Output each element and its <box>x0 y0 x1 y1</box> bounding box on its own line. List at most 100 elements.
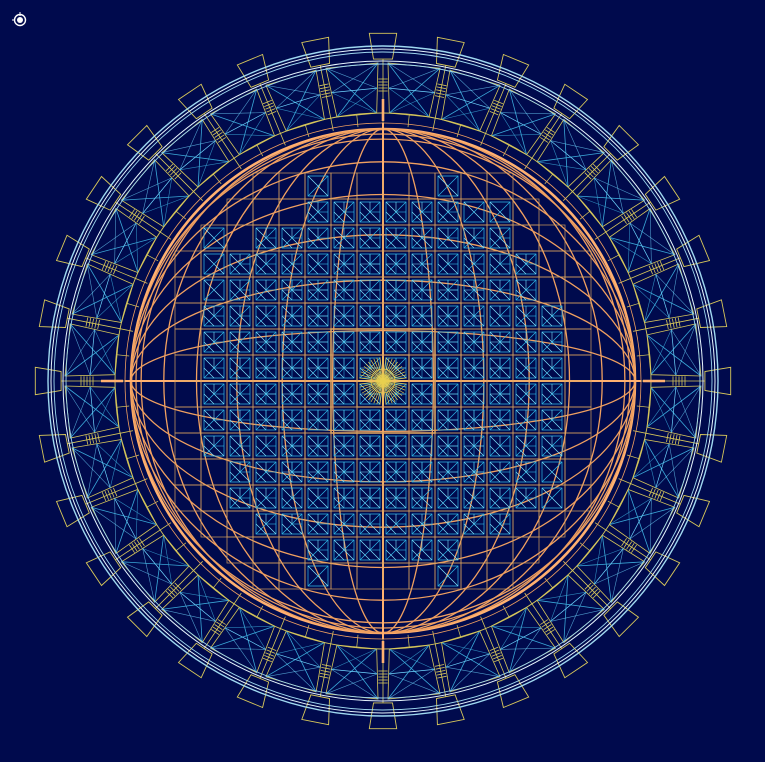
inner-facet <box>411 393 423 405</box>
inner-facet <box>203 419 215 431</box>
outer-module <box>85 488 187 587</box>
module-rib <box>175 210 187 220</box>
module-spoke <box>480 616 507 679</box>
inner-facet <box>333 341 345 353</box>
module-facet <box>491 133 542 137</box>
inner-facet <box>489 341 501 353</box>
inner-facet <box>281 341 293 353</box>
inner-facet <box>515 341 527 353</box>
module-facet <box>161 140 216 153</box>
inner-facet <box>437 565 459 587</box>
module-facet <box>197 140 216 188</box>
inner-facet <box>333 289 345 301</box>
module-facet <box>644 439 657 488</box>
module-facet <box>387 62 435 93</box>
inner-facet <box>515 367 527 379</box>
module-tab <box>704 366 732 396</box>
module-facet <box>142 548 155 603</box>
inner-cell <box>408 432 436 460</box>
inner-facet <box>281 315 293 327</box>
module-rib <box>502 144 510 157</box>
inner-facet <box>515 289 527 301</box>
inner-facet <box>281 471 293 483</box>
inner-cell <box>460 380 488 408</box>
module-facet <box>388 87 430 118</box>
module-facet <box>239 112 266 155</box>
inner-facet <box>229 497 241 509</box>
inner-facet <box>203 367 215 379</box>
module-rib <box>356 114 359 128</box>
inner-facet <box>437 237 449 249</box>
module-rib <box>607 500 620 508</box>
module-facet <box>629 222 652 264</box>
module-facet <box>593 535 603 585</box>
module-tab <box>85 551 122 587</box>
inner-facet <box>229 419 241 431</box>
module-spoke <box>480 83 507 146</box>
inner-facet <box>255 367 267 379</box>
inner-facet <box>463 419 475 431</box>
inner-cell <box>486 328 514 356</box>
inner-facet <box>255 445 267 457</box>
inner-facet <box>541 419 553 431</box>
module-tab <box>436 694 465 726</box>
inner-facet <box>489 263 501 275</box>
inner-facet <box>385 341 397 353</box>
module-facet <box>550 140 569 188</box>
inner-facet <box>411 289 423 301</box>
module-facet <box>276 94 321 109</box>
module-rib <box>407 114 410 128</box>
module-facet <box>655 443 670 488</box>
module-tab <box>38 434 70 463</box>
module-rib <box>212 577 222 589</box>
inner-cell <box>356 432 384 460</box>
module-facet <box>331 669 379 700</box>
inner-facet <box>437 549 449 561</box>
inner-cell <box>512 536 540 564</box>
inner-facet <box>229 289 241 301</box>
core-starburst <box>356 354 410 408</box>
outer-module <box>544 124 646 228</box>
module-facet <box>179 592 203 643</box>
inner-facet <box>411 471 423 483</box>
inner-cell <box>304 328 332 356</box>
inner-facet <box>333 211 345 223</box>
inner-cell <box>304 406 332 434</box>
inner-facet <box>359 497 371 509</box>
inner-facet <box>359 237 371 249</box>
module-tab <box>553 83 589 120</box>
outer-module <box>209 606 310 709</box>
module-spoke <box>155 561 203 609</box>
module-spoke <box>115 522 172 561</box>
inner-cell <box>304 380 332 408</box>
module-facet <box>609 498 652 525</box>
module-facet <box>224 627 266 650</box>
inner-cell <box>278 484 306 512</box>
inner-cell <box>408 302 436 330</box>
inner-facet <box>333 393 345 405</box>
inner-facet <box>463 523 475 535</box>
inner-cell <box>330 250 358 278</box>
module-facet <box>94 387 116 433</box>
inner-cell <box>304 302 332 330</box>
module-tab <box>301 36 330 68</box>
inner-facet <box>281 367 293 379</box>
inner-cell <box>252 432 280 460</box>
inner-facet <box>255 497 267 509</box>
origin-axis-icon[interactable] <box>12 12 28 28</box>
module-facet <box>671 386 677 433</box>
module-facet <box>500 647 556 650</box>
inner-facet <box>333 471 345 483</box>
inner-cell <box>356 484 384 512</box>
inner-facet <box>489 201 511 223</box>
module-facet <box>593 177 603 227</box>
module-tab <box>696 434 728 463</box>
inner-cell <box>408 406 436 434</box>
module-spoke <box>618 257 681 284</box>
inner-facet <box>437 263 449 275</box>
inner-facet <box>281 419 293 431</box>
inner-cell <box>304 354 332 382</box>
inner-facet <box>489 497 501 509</box>
